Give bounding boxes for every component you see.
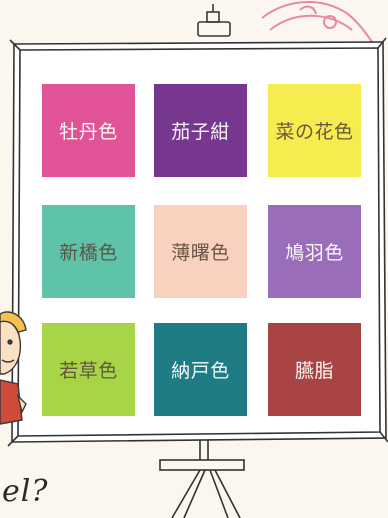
- easel-legs: [159, 440, 245, 518]
- swatch-shinbashi-iro: 新橋色: [42, 205, 135, 298]
- flourish-decoration: [261, 1, 379, 51]
- swatch-label: 茄子紺: [171, 121, 230, 143]
- swatch-enji: 臙脂: [268, 323, 361, 416]
- easel-clamp: [197, 4, 231, 37]
- swatch-label: 納戸色: [171, 360, 230, 382]
- swatch-hatoba-iro: 鳩羽色: [268, 205, 361, 298]
- swatch-botan-iro: 牡丹色: [42, 84, 135, 177]
- character-illustration: [0, 311, 27, 425]
- swatch-nando-iro: 納戸色: [154, 323, 247, 416]
- swatch-wakakusa-iro: 若草色: [42, 323, 135, 416]
- swatch-label: 菜の花色: [275, 121, 354, 143]
- swatch-label: 鳩羽色: [285, 242, 344, 264]
- swatch-usuakebono-iro: 薄曙色: [154, 205, 247, 298]
- color-swatch-board: 牡丹色 茄子紺 菜の花色 新橋色 薄曙色 鳩羽色 若草色 納戸色 臙脂: [27, 57, 377, 427]
- swatch-label: 牡丹色: [59, 121, 118, 143]
- swatch-label: 若草色: [59, 360, 118, 382]
- swatch-label: 新橋色: [59, 242, 118, 264]
- swatch-label: 薄曙色: [171, 242, 230, 264]
- swatch-nanohana-iro: 菜の花色: [268, 84, 361, 177]
- swatch-nasukon: 茄子紺: [154, 84, 247, 177]
- handwritten-caption: el?: [2, 474, 49, 509]
- swatch-label: 臙脂: [294, 360, 334, 382]
